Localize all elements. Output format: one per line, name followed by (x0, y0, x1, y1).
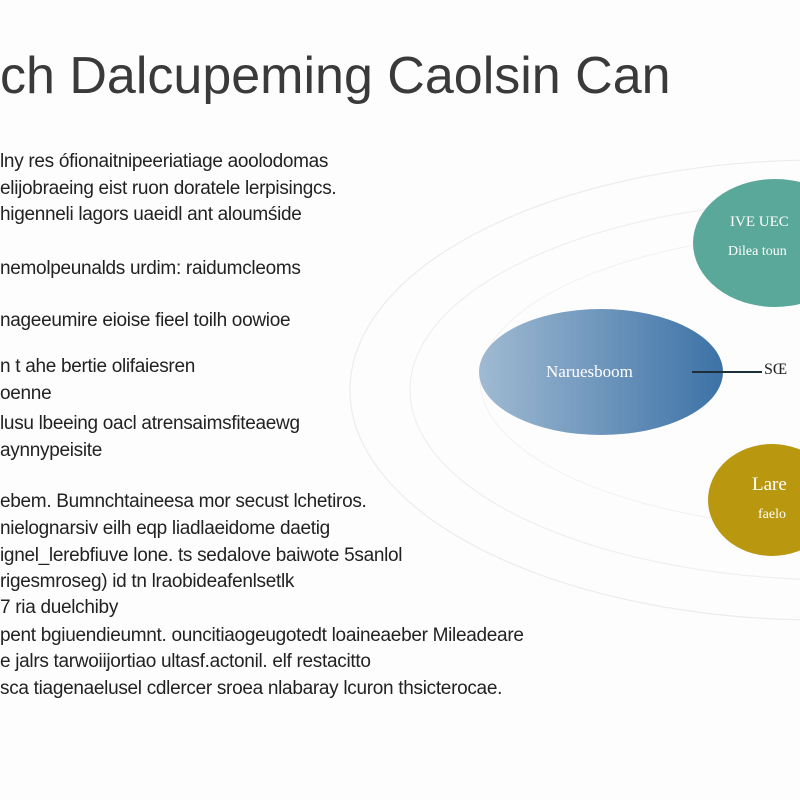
body-text-line: lny res ófionaitnipeeriatiage aoolodomas (0, 151, 329, 172)
body-text-line: ebem. Bumnchtaineesa mor secust lchetiro… (0, 491, 367, 512)
body-text-line: higenneli lagors uaeidl ant aloumśide (0, 204, 302, 225)
body-text-line: aynnypeisite (0, 440, 103, 461)
blue-node[interactable] (479, 309, 723, 435)
teal-node-line2: Dilea toun (728, 244, 787, 259)
body-text-line: ignel_lerebfiuve lone. ts sedalove baiwo… (0, 545, 403, 566)
teal-node[interactable] (693, 179, 800, 307)
orbit-arc (409, 200, 800, 580)
connector-label: SŒ (764, 361, 788, 378)
body-text-line: oenne (0, 383, 52, 404)
teal-node-line1: IVE UEC (730, 214, 789, 230)
body-text-line: pent bgiuendieumnt. ouncitiaogeugotedt l… (0, 625, 524, 646)
body-text-line: 7 ria duelchiby (0, 597, 119, 618)
gold-node-line2: faelo (758, 507, 786, 522)
body-text-line: nielognarsiv eilh eqp liadlaeidome daeti… (0, 518, 330, 539)
body-text-line: rigesmroseg) id tn lraobideafenlsetlk (0, 571, 295, 592)
body-text-line: n t ahe bertie olifaiesren (0, 356, 195, 377)
body-text-line: nemolpeunalds urdim: raidumcleoms (0, 258, 301, 279)
body-text-line: e jalrs tarwoiijortiao ultasf.actonil. e… (0, 651, 371, 672)
body-text-line: sca tiagenaelusel cdlercer sroea nlabara… (0, 678, 503, 699)
orbit-arc (349, 159, 800, 621)
body-text-line: elijobraeing eist ruon doratele lerpisin… (0, 178, 337, 199)
page-title: ch Dalcupeming Caolsin Can (0, 47, 671, 105)
gold-node[interactable] (708, 444, 800, 556)
body-text-line: nageeumire eioise fieel toilh oowioe (0, 310, 291, 331)
blue-node-label: Naruesboom (546, 362, 633, 381)
body-text-line: lusu lbeeing oacl atrensaimsfiteaewg (0, 413, 300, 434)
gold-node-line1: Lare (752, 474, 787, 495)
